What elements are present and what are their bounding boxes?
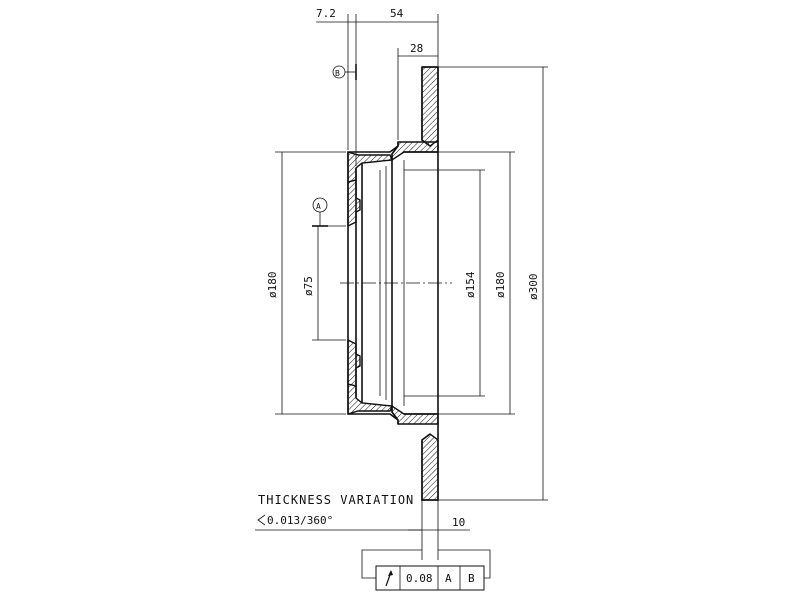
dim-bore-dia: ø75: [302, 276, 315, 296]
disc-ring-bottom: [421, 433, 439, 501]
tolerance-datum-a: A: [445, 572, 452, 585]
tolerance-value: 0.08: [406, 572, 433, 585]
hub-face-upper: [347, 179, 361, 228]
note-value: 0.013/360°: [267, 514, 333, 527]
tolerance-frame: 0.08 A B: [361, 549, 491, 591]
hub-face-lower: [347, 338, 361, 387]
disc-section: [347, 66, 439, 501]
dim-disc-dia: ø300: [527, 274, 540, 301]
hat-shoulder-top: [347, 151, 393, 183]
tolerance-datum-b: B: [468, 572, 475, 585]
datum-a: A: [312, 197, 328, 227]
dimension-lines: [281, 21, 544, 531]
less-than-icon: [257, 514, 266, 526]
dim-hat-outer-dia: ø180: [266, 272, 279, 299]
disc-ring-top: [421, 66, 439, 147]
hat-wall-top: [391, 141, 439, 162]
dim-hat-depth: 54: [390, 7, 404, 20]
dimension-texts: 7.2 54 28 ø180 ø75 ø154 ø180 ø300 10: [266, 7, 540, 529]
circular-runout-icon: [385, 570, 393, 587]
hat-wall-bottom: [391, 404, 439, 425]
hat-shoulder-bottom: [347, 383, 393, 415]
dim-disc-thickness: 10: [452, 516, 465, 529]
dim-hat-dia-right: ø180: [494, 272, 507, 299]
dim-inner-dia: ø154: [464, 271, 477, 298]
datum-a-label: A: [316, 202, 321, 211]
dim-flange-offset: 7.2: [316, 7, 336, 20]
datum-b: B: [332, 64, 357, 80]
note-title: THICKNESS VARIATION: [258, 493, 414, 507]
dim-hub-step: 28: [410, 42, 423, 55]
thickness-variation-note: THICKNESS VARIATION 0.013/360°: [255, 493, 422, 531]
datum-b-label: B: [335, 69, 340, 78]
extension-lines: [275, 14, 548, 560]
